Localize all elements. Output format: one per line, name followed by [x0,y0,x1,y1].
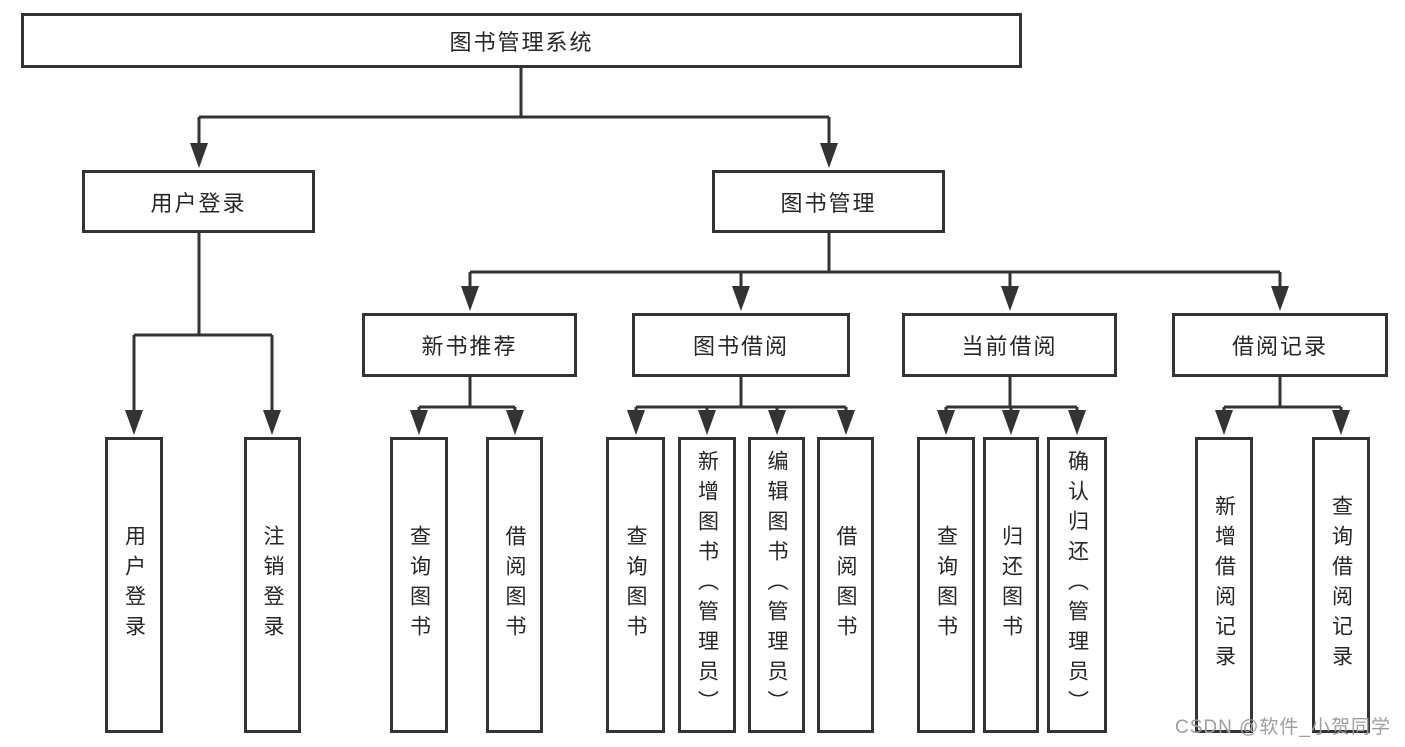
arrowhead [263,410,281,435]
watermark: CSDN @软件_小贺同学 [1175,717,1391,738]
arrowhead [732,286,750,311]
node-borrowing-records: 借阅记录 [1172,313,1388,377]
node-leaf-query-borrow-record: 查询借阅记录 [1312,437,1370,733]
connector-borrowing-records [1224,377,1341,409]
node-current-borrowing: 当前借阅 [902,313,1117,377]
arrowhead [768,410,786,435]
node-label: 当前借阅 [961,334,1058,359]
arrowhead [190,143,208,168]
connector-book-management [470,233,1280,274]
connector-root [199,68,829,119]
connector-new-book-recommend [419,377,515,409]
node-label: 图书管理 [780,190,877,216]
node-label: 查询图书 [934,525,958,645]
arrowhead [820,143,838,168]
node-leaf-logout: 注销登录 [244,437,301,733]
node-label: 查询图书 [624,525,647,645]
node-label: 查询借阅记录 [1329,495,1353,675]
connector-user-login [134,233,272,337]
node-label: 确认归还（管理员） [1065,450,1089,720]
arrowhead [461,286,479,311]
node-label: 新增图书（管理员） [695,450,719,720]
arrowheads [125,143,1350,435]
arrowhead [506,410,524,435]
arrowhead [1332,410,1350,435]
node-leaf-user-login: 用户登录 [105,437,163,733]
node-label: 借阅记录 [1231,334,1328,359]
node-label: 归还图书 [999,525,1023,645]
node-leaf-borrow-books-1: 借阅图书 [486,437,543,733]
node-label: 注销登录 [261,525,284,645]
node-leaf-query-books-3: 查询图书 [917,437,975,733]
node-leaf-confirm-return-admin: 确认归还（管理员） [1047,437,1107,733]
connector-current-borrowing [946,377,1077,409]
node-book-borrowing: 图书借阅 [632,313,850,377]
node-label: 借阅图书 [834,525,857,645]
node-leaf-edit-book-admin: 编辑图书（管理员） [748,437,805,733]
node-user-login: 用户登录 [82,170,315,233]
node-label: 借阅图书 [503,525,526,645]
arrowhead [627,410,645,435]
node-leaf-add-book-admin: 新增图书（管理员） [678,437,736,733]
arrowhead [1002,410,1020,435]
arrowhead [837,410,855,435]
arrowhead [1068,410,1086,435]
arrowhead [125,410,143,435]
node-leaf-borrow-books-2: 借阅图书 [817,437,874,733]
arrowhead [698,410,716,435]
node-label: 新增借阅记录 [1212,495,1236,675]
node-label: 用户登录 [150,190,247,216]
node-leaf-return-books: 归还图书 [983,437,1039,733]
node-leaf-add-borrow-record: 新增借阅记录 [1195,437,1253,733]
node-label: 用户登录 [122,525,146,645]
node-leaf-query-books-1: 查询图书 [390,437,448,733]
node-leaf-query-books-2: 查询图书 [606,437,665,733]
node-label: 编辑图书（管理员） [765,450,788,720]
arrowhead [937,410,955,435]
node-library-system: 图书管理系统 [21,13,1022,68]
arrowhead [1271,286,1289,311]
node-label: 图书借阅 [692,334,789,359]
node-label: 新书推荐 [421,334,518,359]
arrowhead [410,410,428,435]
node-label: 查询图书 [407,525,431,645]
arrowhead [1215,410,1233,435]
connector-book-borrowing [636,377,846,409]
node-new-book-recommend: 新书推荐 [362,313,577,377]
arrowhead [1001,286,1019,311]
node-label: 图书管理系统 [449,29,594,55]
node-book-management: 图书管理 [712,170,945,233]
